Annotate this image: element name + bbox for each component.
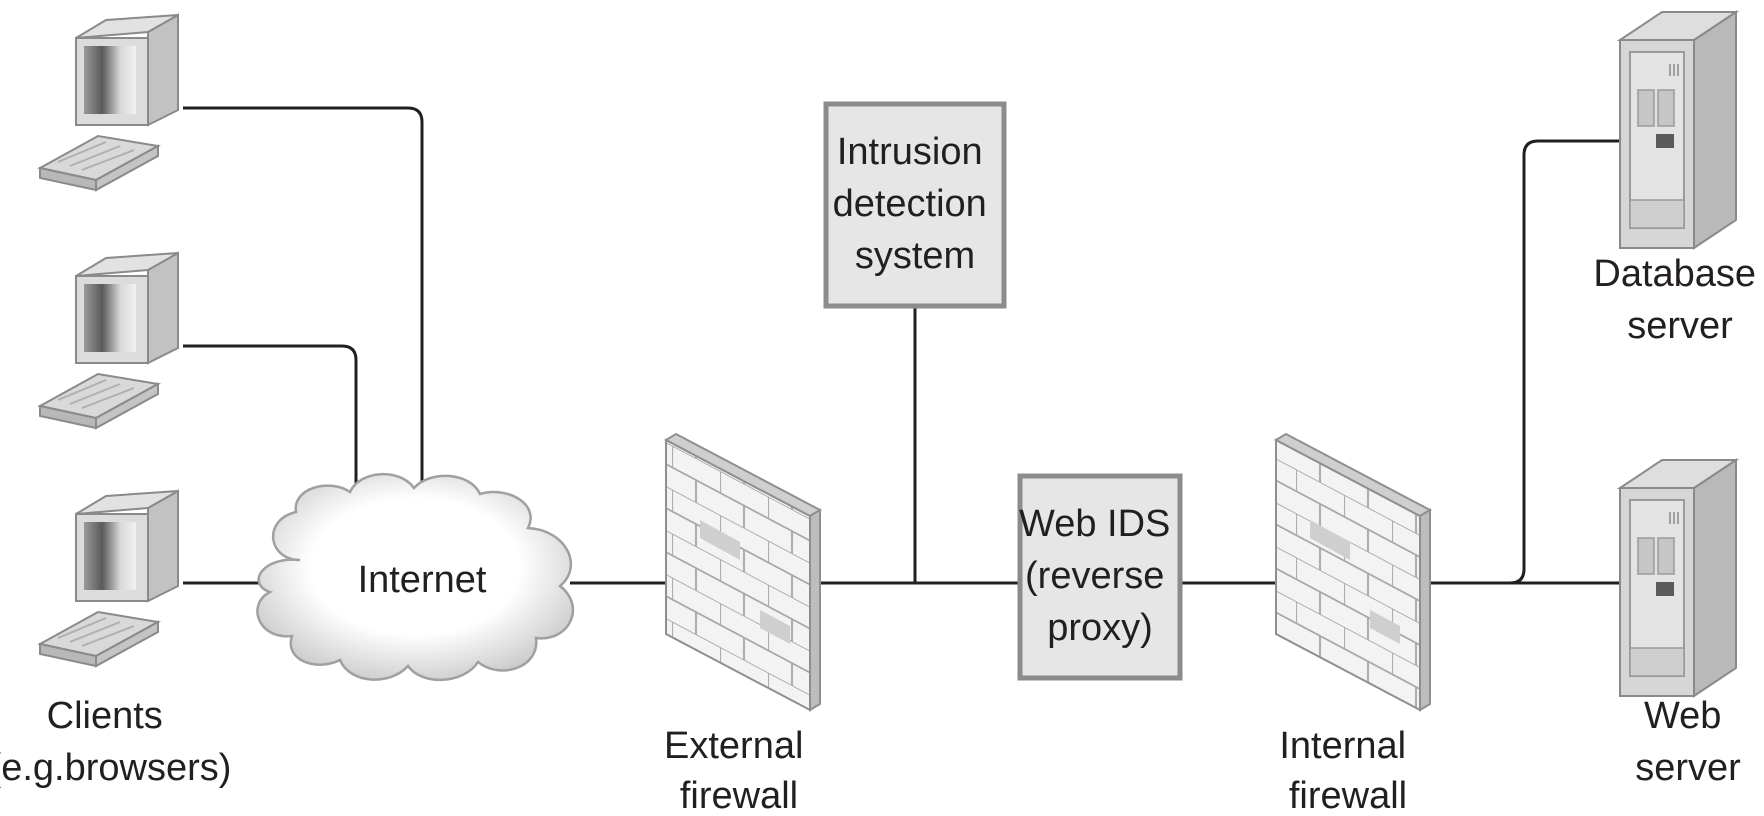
- external-firewall: [663, 432, 823, 712]
- db-server-link: [1509, 139, 1620, 585]
- client-computer-1: [39, 14, 179, 191]
- client2-link: [183, 344, 358, 500]
- internal-firewall: [1273, 432, 1433, 712]
- database-server-label: Database server: [1593, 253, 1764, 347]
- web-server-label: Web server: [1635, 695, 1741, 789]
- web-ids-label: Web IDS (reverse proxy): [1019, 503, 1181, 649]
- internet-cloud: Internet: [256, 473, 575, 681]
- web-ids-box: Web IDS (reverse proxy): [1017, 473, 1183, 681]
- external-firewall-label: External firewall: [664, 725, 814, 816]
- connections: [183, 106, 1620, 585]
- intrusion-detection-system-box: Intrusion detection system: [823, 101, 1007, 309]
- internal-firewall-label: Internal firewall: [1279, 725, 1416, 816]
- ids-label: Intrusion detection system: [833, 131, 998, 277]
- internet-label: Internet: [358, 559, 487, 601]
- clients-label: Clients (e.g.browsers): [0, 695, 231, 789]
- client-computer-3: [39, 490, 179, 667]
- client-computer-2: [39, 252, 179, 429]
- client1-link: [183, 106, 424, 492]
- database-server: [1619, 11, 1737, 249]
- web-server: [1619, 459, 1737, 697]
